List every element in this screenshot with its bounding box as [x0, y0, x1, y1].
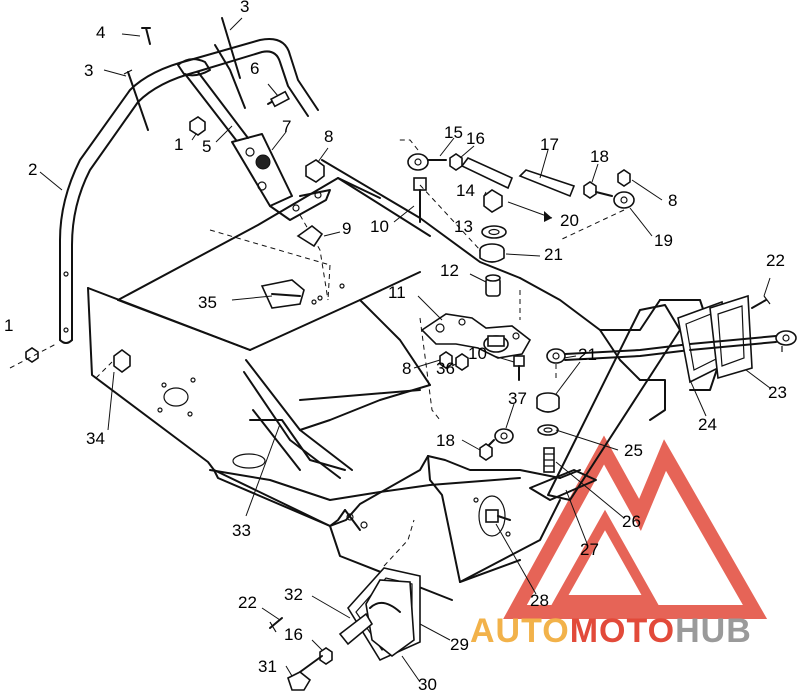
callout-c19: 19: [654, 231, 673, 250]
callout-c5: 5: [202, 137, 211, 156]
part-32-bolt: [311, 595, 374, 646]
part-3-cable-tie-right: [221, 17, 243, 79]
ski-mount-guide: [383, 519, 415, 567]
tie-rod-assembly: [407, 137, 663, 251]
callout-c20: 20: [560, 211, 579, 230]
part-25-washer: [537, 424, 619, 451]
callout-c18b: 18: [436, 431, 455, 450]
callout-c28: 28: [530, 591, 549, 610]
part-11-steering-arm: [417, 290, 532, 421]
part-1-nut-lower: [9, 343, 57, 369]
part-3-cable-tie-left: [103, 69, 149, 131]
part-10-bolt-lower: [493, 355, 525, 381]
callout-c16a: 16: [466, 129, 485, 148]
callout-c31: 31: [258, 657, 277, 676]
part-27-plate: [529, 469, 597, 547]
callout-c1b: 1: [174, 135, 183, 154]
callout-c11: 11: [388, 283, 406, 302]
frame-assembly: [87, 159, 721, 601]
watermark-word-auto: AUTO: [470, 612, 570, 650]
part-4-screw: [121, 27, 151, 45]
callout-c36: 36: [436, 359, 455, 378]
part-37-rod-end: [483, 403, 515, 451]
part-28-bolt: [485, 509, 537, 595]
part-36-nut: [451, 353, 469, 371]
callout-c37: 37: [508, 389, 527, 408]
callout-c24: 24: [698, 415, 717, 434]
callout-c9: 9: [342, 219, 351, 238]
guide-line-a: [209, 229, 331, 266]
watermark-word-moto: MOTO: [569, 612, 676, 650]
part-22-screw-upper: [751, 277, 771, 309]
part-33-leader: [245, 423, 281, 517]
callout-c12: 12: [440, 261, 459, 280]
callout-c3a: 3: [84, 61, 93, 80]
part-6-pin: [267, 83, 291, 108]
callout-c8c: 8: [402, 359, 411, 378]
part-21-bushing-upper: [479, 243, 541, 263]
callout-c29: 29: [450, 635, 469, 654]
callout-c16b: 16: [284, 625, 303, 644]
callout-c8b: 8: [668, 191, 677, 210]
callout-c10a: 10: [370, 217, 389, 236]
callout-c2: 2: [28, 160, 37, 179]
part-23-bracket: [689, 294, 797, 389]
callout-c26: 26: [622, 512, 641, 531]
watermark-word-hub: HUB: [675, 612, 752, 650]
part-7-leader: [271, 131, 287, 151]
part-26-bolt: [543, 447, 625, 519]
part-30-bracket: [365, 579, 421, 683]
callout-c22b: 22: [238, 593, 257, 612]
part-34-grommet: [95, 349, 131, 431]
watermark-logo-triangle: [503, 435, 768, 619]
callout-c34: 34: [86, 429, 105, 448]
steering-post: [231, 133, 331, 301]
lower-tie-rod: [546, 343, 691, 380]
part-14-nut: [483, 189, 503, 213]
callout-c7: 7: [282, 117, 291, 136]
callout-c18a: 18: [590, 147, 609, 166]
callout-c25: 25: [624, 441, 643, 460]
callout-c32: 32: [284, 585, 303, 604]
callout-c21b: 21: [578, 345, 597, 364]
part-5-leader: [215, 125, 233, 143]
part-10-bolt-upper: [393, 177, 427, 223]
callout-c4: 4: [96, 23, 105, 42]
callout-c21a: 21: [544, 245, 563, 264]
part-21-bushing-lower: [536, 361, 581, 413]
part-22-screw-lower: [261, 607, 283, 633]
callout-c33: 33: [232, 521, 251, 540]
part-13-washer: [481, 225, 507, 239]
handle-bar: [59, 38, 319, 344]
part-8-nut-upper: [305, 147, 329, 183]
part-35-clip: [231, 264, 345, 309]
callout-c3b: 3: [240, 0, 249, 16]
callout-c13: 13: [454, 217, 473, 236]
callout-c27: 27: [580, 540, 599, 559]
callout-c17: 17: [540, 135, 559, 154]
callout-c35: 35: [198, 293, 217, 312]
part-9-ball-joint: [296, 224, 341, 248]
part-2-leader: [39, 171, 63, 191]
part-12-bushing: [469, 273, 501, 297]
part-18-nut-lower: [461, 439, 493, 461]
callout-c6: 6: [250, 59, 259, 78]
callout-c8a: 8: [324, 127, 333, 146]
callout-c30: 30: [418, 675, 437, 694]
part-1-nut-upper: [189, 116, 206, 141]
callout-c10b: 10: [468, 344, 487, 363]
part-31-bolt: [285, 655, 323, 691]
watermark-text: AUTOMOTOHUB: [470, 612, 800, 658]
callout-c22a: 22: [766, 251, 785, 270]
callout-c15: 15: [444, 123, 463, 142]
part-16-nut-lower: [311, 639, 333, 665]
callout-c23: 23: [768, 383, 787, 402]
guide-line-b: [396, 139, 419, 151]
callout-c14: 14: [456, 181, 475, 200]
callout-c1a: 1: [4, 316, 13, 335]
part-8-nut-lower: [413, 351, 453, 369]
